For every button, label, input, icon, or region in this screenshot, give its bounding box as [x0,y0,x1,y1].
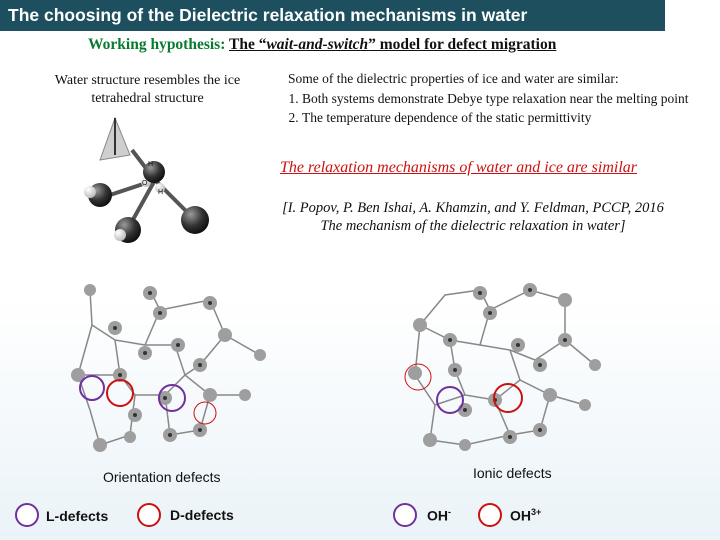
oh3-plus-defect-marker [493,383,523,413]
d-defect-marker [193,401,217,425]
d-defects-legend-circle [137,503,161,527]
properties-list: Both systems demonstrate Debye type rela… [272,90,692,126]
oxygen-label: O [142,180,148,187]
ionic-defects-diagram [404,283,601,451]
conclusion: The relaxation mechanisms of water and i… [280,159,637,176]
l-defects-legend-label: L-defects [46,508,109,524]
hypothesis-label: Working hypothesis: [88,36,226,53]
reference-line-1: [I. Popov, P. Ben Ishai, A. Khamzin, and… [282,200,664,216]
oh-minus-base: OH [427,507,448,524]
oh3-plus-defect-marker [404,363,432,391]
ionic-defects-caption: Ionic defects [473,465,552,481]
property-item: Both systems demonstrate Debye type rela… [302,90,692,107]
reference-line-2: The mechanism of the dielectric relaxati… [320,218,626,234]
orientation-defects-diagram [71,284,266,452]
oh-minus-legend-circle [393,503,417,527]
reference: [I. Popov, P. Ben Ishai, A. Khamzin, and… [248,199,698,235]
water-structure-text: Water structure resembles the ice tetrah… [54,73,241,106]
properties-block: Some of the dielectric properties of ice… [272,70,692,128]
model-post: ” model for defect migration [368,36,557,53]
properties-heading: Some of the dielectric properties of ice… [288,71,619,86]
d-defects-legend-label: D-defects [170,507,234,523]
l-defect-marker [158,384,186,412]
oh3-plus-sup: 3+ [531,507,542,517]
model-pre: The “ [229,36,267,53]
l-defects-legend-circle [15,503,39,527]
oh3-plus-legend-label: OH3+ [510,507,541,524]
oh-minus-sup: - [448,507,451,517]
orientation-defects-caption: Orientation defects [103,469,221,485]
working-hypothesis: Working hypothesis: The “wait-and-switch… [88,36,688,54]
hydrogen-label: H [148,161,153,168]
oh-minus-legend-label: OH- [427,507,451,524]
oh3-plus-legend-circle [478,503,502,527]
property-item: The temperature dependence of the static… [302,109,692,126]
model-name: wait-and-switch [266,36,369,53]
slide-title: The choosing of the Dielectric relaxatio… [0,0,665,31]
hydrogen-label: H [158,189,163,196]
tetrahedral-molecule-illustration: H O H [84,116,209,243]
hypothesis-model: The “wait-and-switch” model for defect m… [229,36,556,53]
d-defect-marker [106,379,134,407]
oh3-plus-base: OH [510,507,531,524]
l-defect-marker [79,375,105,401]
oh-minus-defect-marker [436,386,464,414]
